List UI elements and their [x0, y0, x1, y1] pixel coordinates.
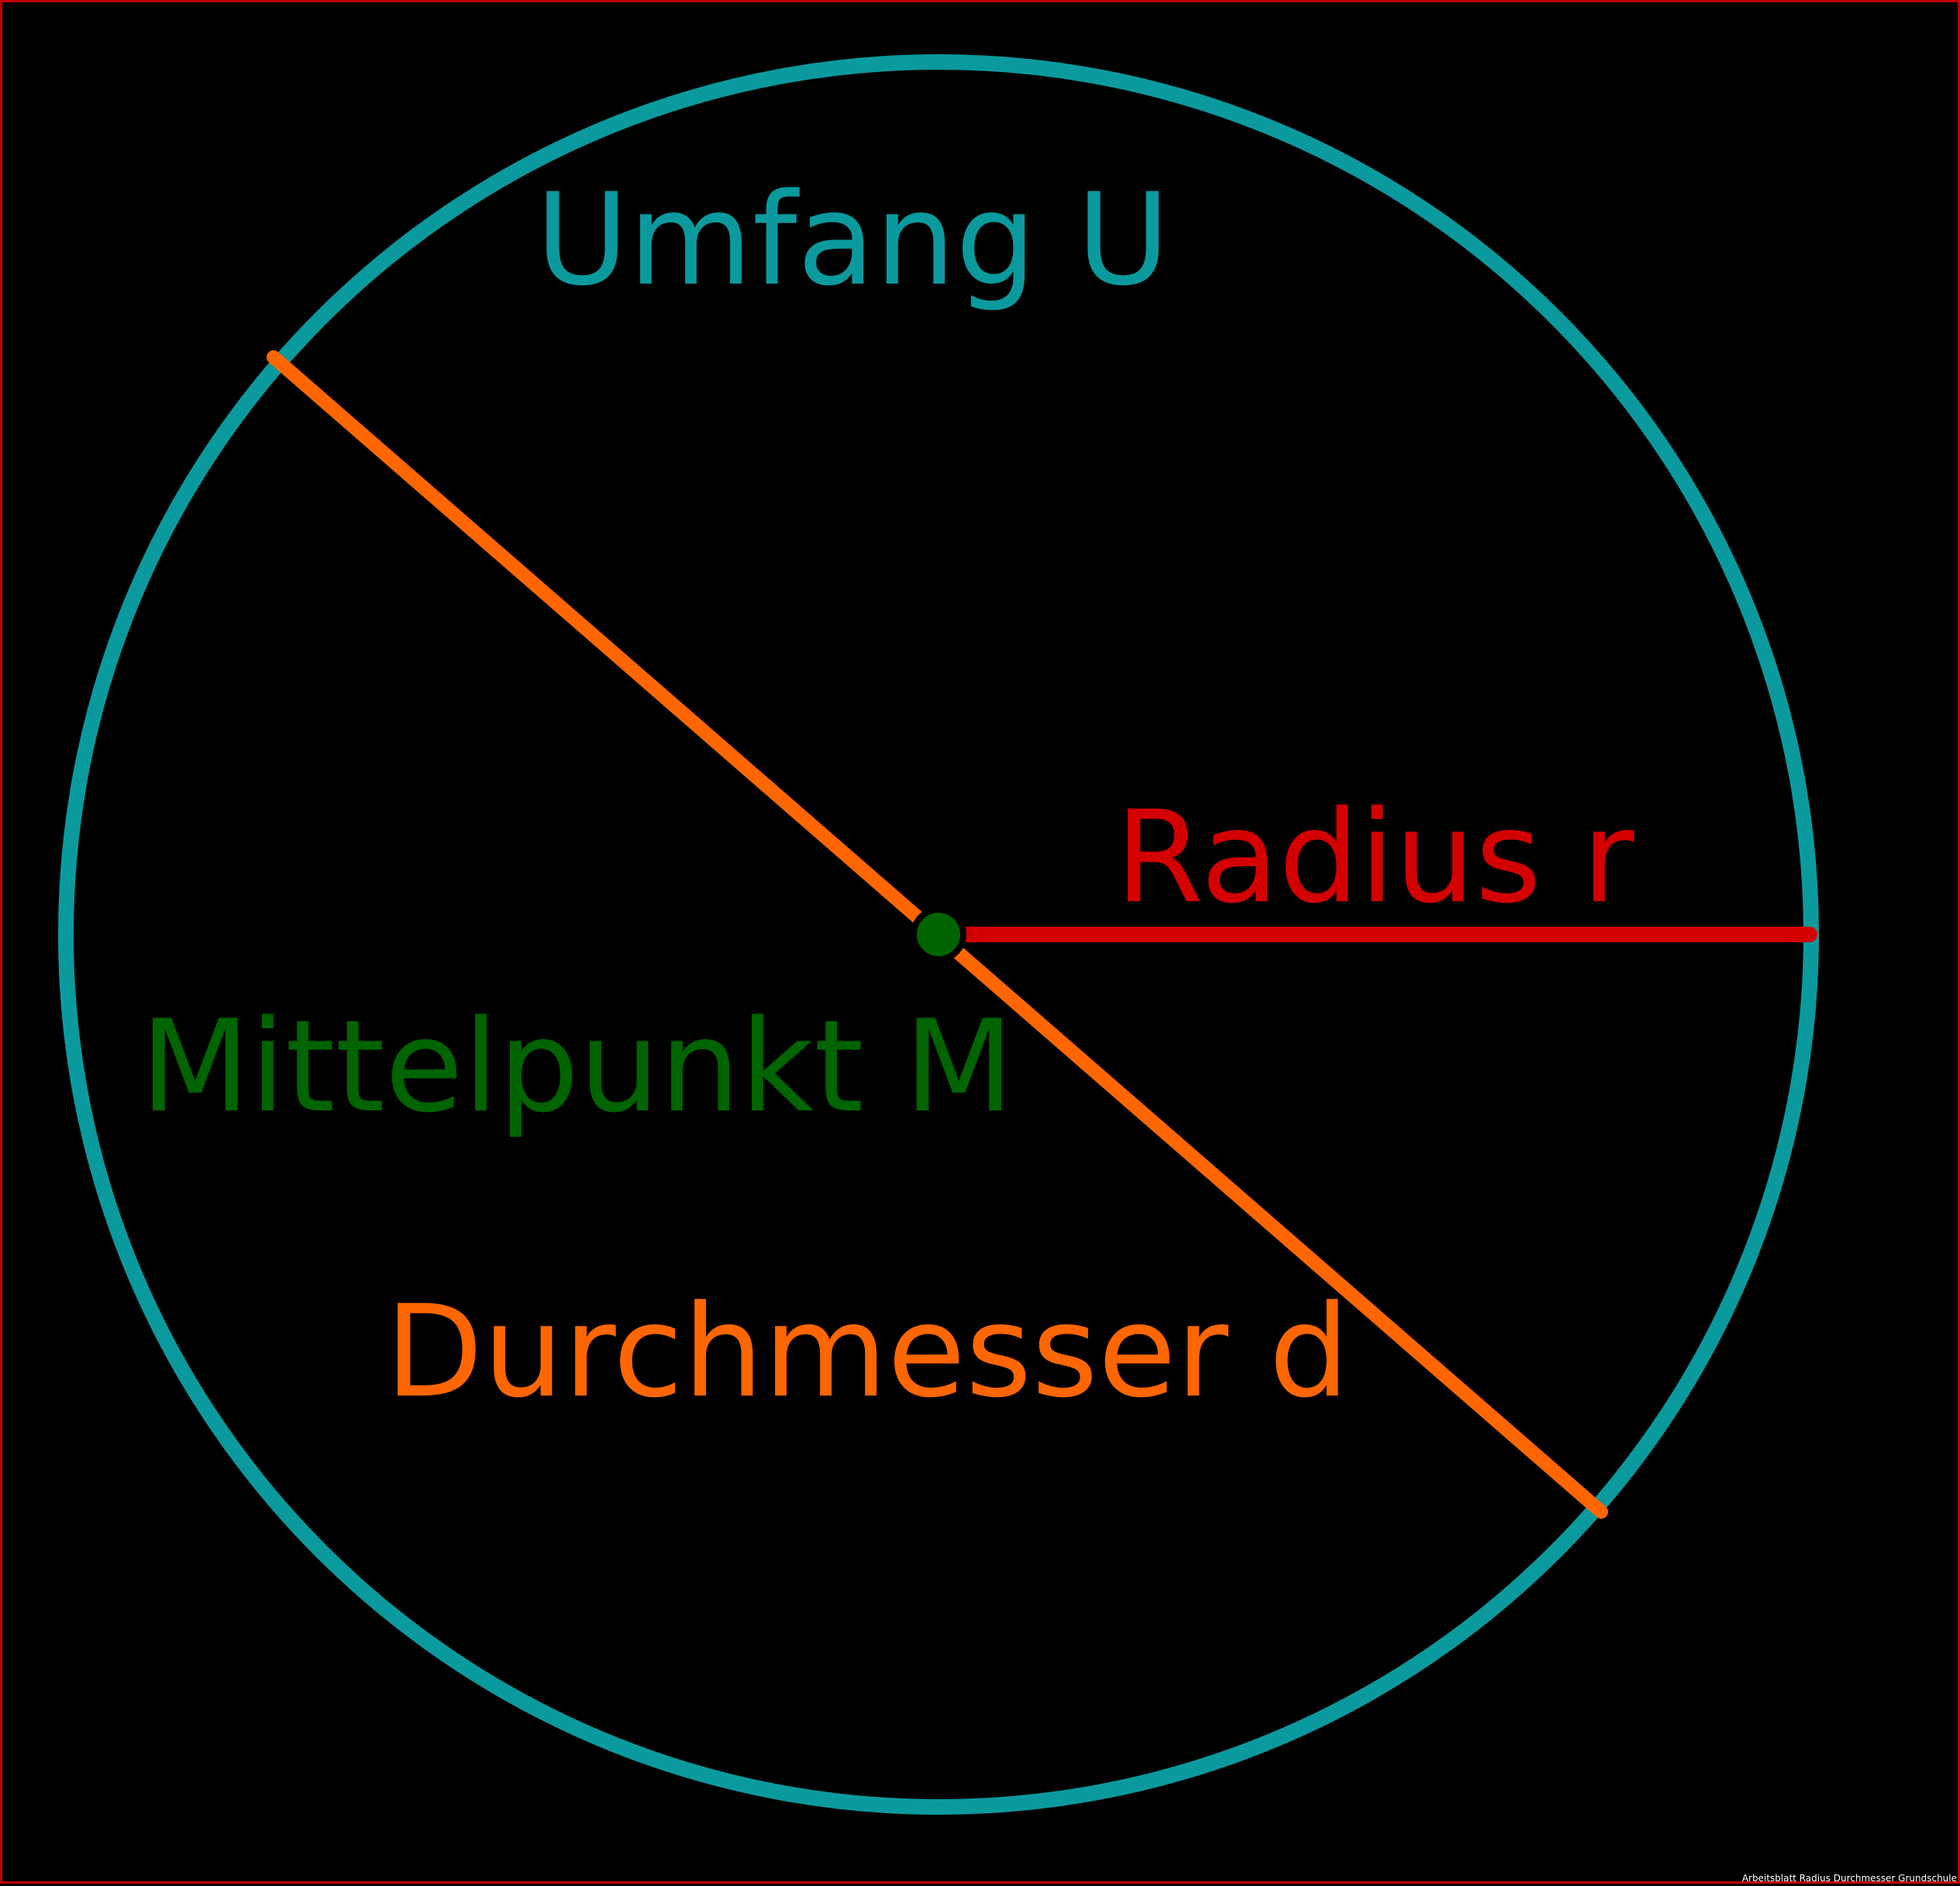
circumference-label: Umfang U — [536, 166, 1169, 314]
center-label: Mittelpunkt M — [140, 993, 1014, 1141]
radius-label: Radius r — [1115, 783, 1634, 931]
diameter-label: Durchmesser d — [385, 1278, 1349, 1426]
credit-text: Arbeitsblatt Radius Durchmesser Grundsch… — [1742, 1873, 1957, 1884]
center-point — [911, 907, 966, 962]
